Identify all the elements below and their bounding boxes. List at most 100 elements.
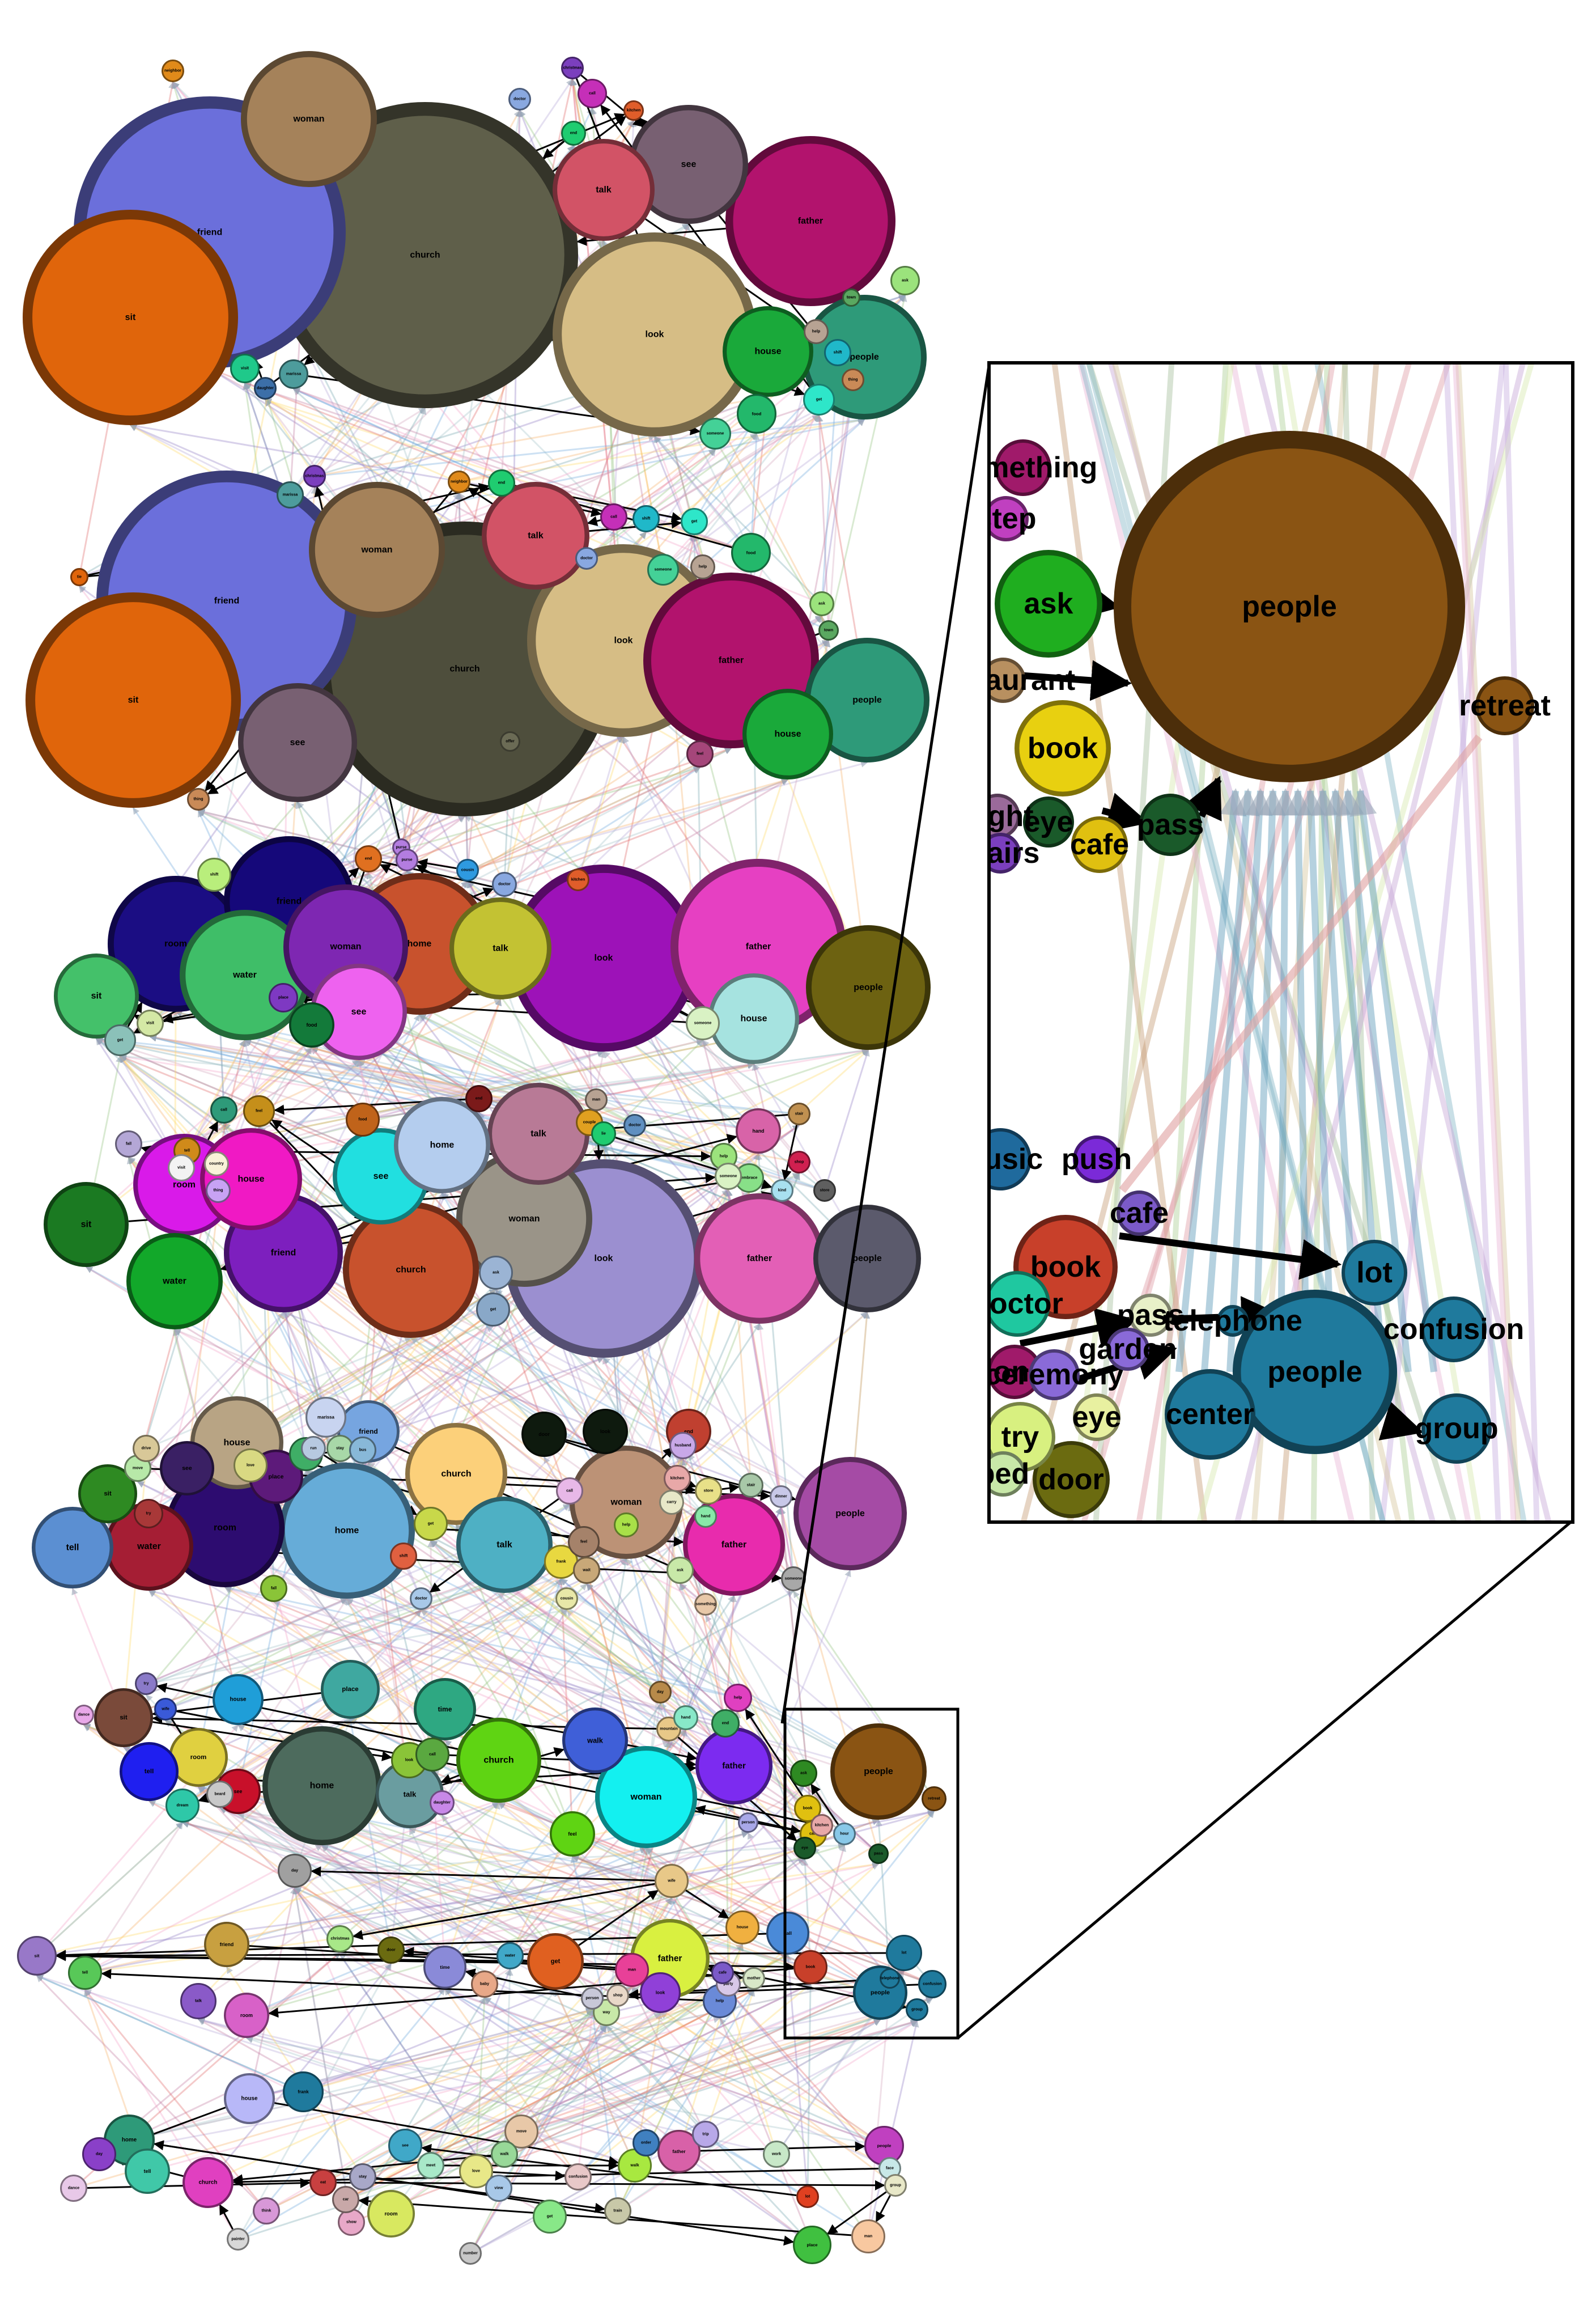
node-label: talk: [493, 944, 508, 954]
node-label: neighbor: [451, 480, 468, 484]
node-neighbor: neighbor: [162, 60, 184, 82]
node-end: end: [711, 1709, 740, 1738]
node-end: end: [488, 469, 515, 497]
node-label: love: [472, 2170, 480, 2173]
node-doctor: doctor: [410, 1587, 432, 1610]
edge-arrow: [685, 1889, 729, 1919]
zoom-node-telephone: telephone: [1163, 1304, 1302, 1337]
node-label: kitchen: [815, 1824, 829, 1828]
node-frank: frank: [282, 2071, 324, 2113]
node-label: restaurant: [931, 664, 1075, 697]
node-label: walk: [499, 2152, 508, 2156]
node-label: offer: [506, 740, 515, 744]
node-place: place: [793, 2226, 832, 2265]
edge-arrow: [153, 2140, 793, 2243]
node-label: sit: [125, 313, 136, 323]
edge: [186, 1039, 246, 1151]
node-circle: [394, 1096, 491, 1193]
node-circle: [423, 1945, 467, 1989]
node-label: people: [1242, 590, 1337, 623]
edge: [339, 1951, 885, 2147]
node-circle: [736, 1108, 782, 1154]
node-doctor: doctor: [492, 872, 517, 897]
node-label: center: [1166, 1398, 1254, 1431]
edge: [258, 1126, 588, 1571]
node-label: eye: [801, 1846, 808, 1850]
node-label: man: [864, 2235, 872, 2239]
node-father: father: [694, 1193, 825, 1324]
node-talk: talk: [456, 1496, 553, 1593]
node-label: church: [483, 1756, 513, 1765]
node-circle: [309, 482, 445, 618]
zoom-node-eye: eye: [1072, 1393, 1121, 1441]
edge: [368, 766, 701, 860]
node-circle: [868, 1844, 889, 1864]
node-circle: [321, 1660, 380, 1719]
node-label: meet: [426, 2164, 436, 2168]
node-run: run: [301, 1436, 326, 1461]
node-label: talk: [195, 1999, 202, 2003]
edge: [129, 422, 695, 523]
node-circle: [656, 1717, 681, 1742]
node-label: confusion: [568, 2175, 587, 2179]
node-get: get: [104, 1024, 136, 1056]
node-label: room: [384, 2211, 397, 2217]
edge: [321, 1844, 511, 1957]
node-label: bed: [977, 1457, 1029, 1490]
node-circle: [396, 849, 418, 871]
node-food: food: [731, 533, 771, 573]
layer-6: homewomanpeoplechurchfathertalkwalktimep…: [74, 1660, 946, 1864]
node-label: call: [589, 92, 596, 96]
edge: [680, 1458, 727, 1724]
edge: [321, 1844, 446, 1968]
node-label: frank: [556, 1560, 566, 1564]
edge: [570, 1855, 608, 2013]
edge: [757, 1323, 782, 1497]
node-label: place: [278, 996, 288, 1000]
node-circle: [567, 868, 589, 891]
node-hand: hand: [673, 1705, 698, 1730]
node-circle: [842, 368, 864, 391]
node-label: frank: [298, 2090, 309, 2095]
edge: [345, 1989, 755, 2201]
node-label: push: [1062, 1143, 1132, 1176]
node-label: home: [122, 2137, 137, 2143]
node-label: carry: [667, 1501, 676, 1505]
edge: [585, 1583, 735, 1766]
edge: [339, 1951, 680, 2152]
node-circle: [78, 1464, 137, 1524]
node-circle: [711, 1709, 740, 1738]
node-label: church: [410, 251, 440, 260]
edge: [444, 1802, 500, 1968]
node-visit: visit: [168, 1154, 195, 1181]
node-label: church: [396, 1265, 426, 1275]
edge: [646, 414, 820, 520]
node-label: face: [886, 2167, 894, 2171]
zoom-node-night: night: [989, 794, 1034, 839]
node-label: house: [754, 347, 781, 357]
edge: [282, 1311, 782, 1498]
node-label: food: [746, 550, 756, 556]
node-circle: [647, 554, 679, 586]
node-get: get: [533, 2200, 567, 2234]
node-christmas: christmas: [561, 57, 584, 79]
node-food: food: [736, 394, 776, 434]
node-label: friend: [220, 1942, 234, 1947]
node-shop: shop: [606, 1984, 629, 2007]
node-help: help: [724, 1684, 752, 1712]
node-label: purse: [396, 846, 406, 850]
edge: [430, 1897, 673, 2167]
node-friend: friend: [203, 1922, 249, 1968]
edge-arrow: [493, 2170, 566, 2181]
node-husband: husband: [669, 1432, 697, 1459]
node-label: place: [807, 2243, 817, 2248]
node-label: christmas: [305, 474, 324, 478]
node-circle: [456, 1718, 541, 1803]
node-label: food: [306, 1022, 317, 1028]
edge: [149, 1035, 479, 1100]
node-label: tell: [82, 1971, 88, 1975]
node-label: see: [402, 2144, 409, 2148]
node-circle: [240, 51, 377, 187]
node-circle: [119, 1742, 179, 1802]
node-label: woman: [292, 115, 324, 124]
